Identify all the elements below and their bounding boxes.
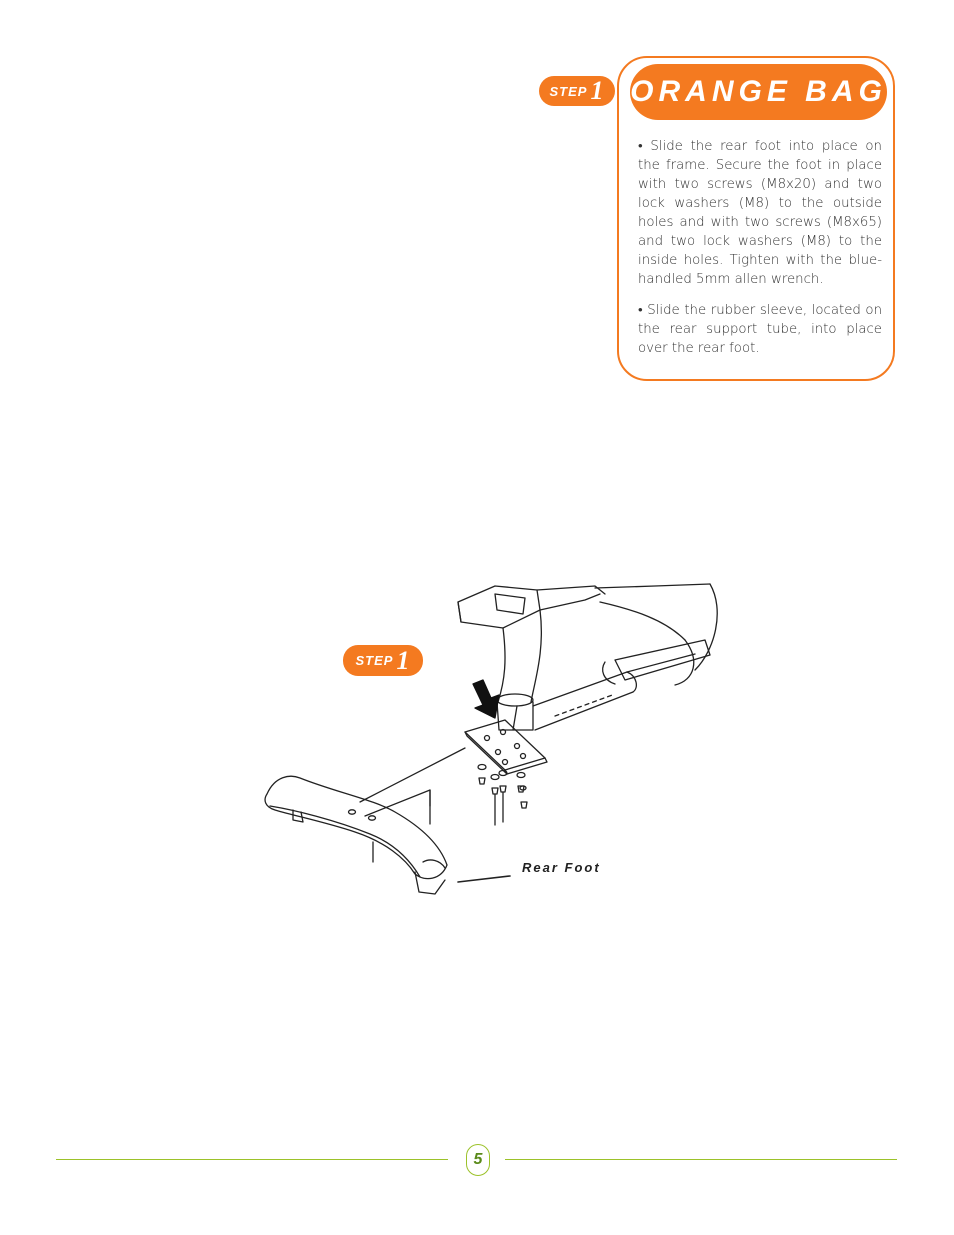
- card-title: ORANGE BAG: [630, 64, 887, 120]
- main-frame-drawing: [539, 583, 718, 686]
- footer-divider-right: [505, 1159, 897, 1160]
- step-badge-diagram: STEP 1: [343, 645, 423, 676]
- rear-stabilizer-tube-drawing: [532, 671, 638, 731]
- footer-divider-left: [56, 1159, 448, 1160]
- rear-foot-assembly-illustration: [264, 583, 718, 895]
- step-word: STEP: [355, 653, 394, 668]
- rear-foot-drawing: [264, 775, 448, 895]
- rear-foot-label: Rear Foot: [522, 860, 601, 875]
- down-arrow-icon: [472, 679, 500, 719]
- page-number: 5: [466, 1144, 490, 1176]
- step-word: STEP: [549, 83, 588, 99]
- step-number: 1: [590, 76, 605, 105]
- frame-bar-drawing: [359, 747, 466, 863]
- mounting-plate-drawing: [464, 719, 548, 775]
- upper-bracket-drawing: [457, 585, 606, 629]
- instruction-paragraph: • Slide the rubber sleeve, located on th…: [638, 303, 882, 356]
- step-number: 1: [396, 645, 411, 675]
- screws-and-washers-drawing: [477, 763, 528, 826]
- step-badge-top: STEP 1: [539, 76, 615, 106]
- instruction-paragraph: • Slide the rear foot into place on the …: [638, 139, 882, 287]
- leader-line: [457, 875, 511, 883]
